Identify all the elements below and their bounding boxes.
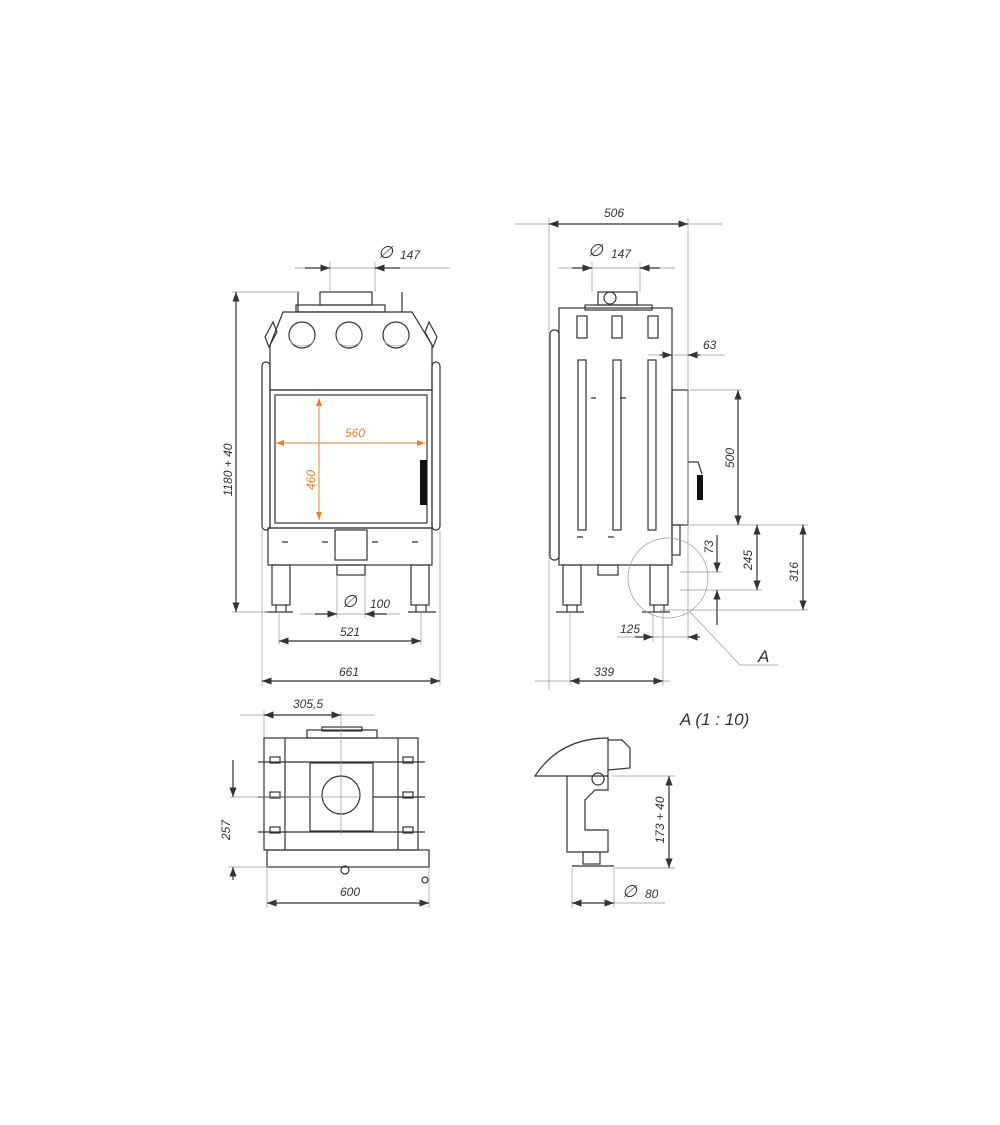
detail-a-view: A (1 : 10) 173 + 40 ∅ 80	[533, 710, 749, 908]
depth-label: 506	[604, 206, 624, 220]
front-body	[261, 291, 441, 613]
door-height-label: 500	[723, 448, 737, 468]
detail-a-leg	[533, 737, 631, 867]
overall-width-label: 661	[339, 665, 359, 679]
glass-height-label: 460	[304, 470, 318, 490]
foot-diameter-label: 80	[645, 887, 659, 901]
side-view: 506 ∅ 147 63 500 73 245 316 A 125 339	[515, 206, 808, 690]
dim-339-label: 339	[594, 665, 614, 679]
flue-depth-label: 257	[219, 819, 233, 841]
dim-316-label: 316	[787, 562, 801, 582]
top-body	[230, 712, 430, 884]
door-offset-label: 63	[703, 338, 717, 352]
detail-marker-label: A	[757, 647, 769, 666]
top-dimensions: 305,5 257 600	[219, 697, 430, 908]
flue-offset-label: 305,5	[293, 697, 323, 711]
glass-width-label: 560	[345, 426, 365, 440]
flue-diameter-symbol: ∅	[378, 243, 394, 262]
height-label: 1180 + 40	[221, 443, 235, 496]
side-body	[549, 291, 703, 613]
foot-diameter-symbol: ∅	[622, 882, 638, 901]
air-inlet-label: 100	[370, 597, 390, 611]
leg-spacing-label: 521	[340, 625, 360, 639]
front-dimensions: ∅ 147 1180 + 40 560 460 ∅ 100 521 661	[221, 243, 450, 686]
front-view: ∅ 147 1180 + 40 560 460 ∅ 100 521 661	[221, 243, 450, 686]
side-flue-symbol: ∅	[588, 241, 604, 260]
side-flue-label: 147	[611, 247, 632, 261]
detail-a-dimensions: 173 + 40 ∅ 80	[571, 775, 675, 908]
flue-diameter-label: 147	[400, 248, 421, 262]
top-width-label: 600	[340, 885, 360, 899]
dim-73-label: 73	[702, 540, 716, 554]
leg-height-label: 173 + 40	[653, 796, 667, 843]
detail-a-circle	[627, 537, 709, 619]
air-inlet-symbol: ∅	[342, 592, 358, 611]
detail-a-title: A (1 : 10)	[679, 710, 749, 729]
side-dimensions: 506 ∅ 147 63 500 73 245 316 A 125 339	[515, 206, 808, 690]
top-view: 305,5 257 600	[219, 697, 430, 908]
dim-245-label: 245	[741, 550, 755, 571]
dim-125-label: 125	[620, 622, 640, 636]
